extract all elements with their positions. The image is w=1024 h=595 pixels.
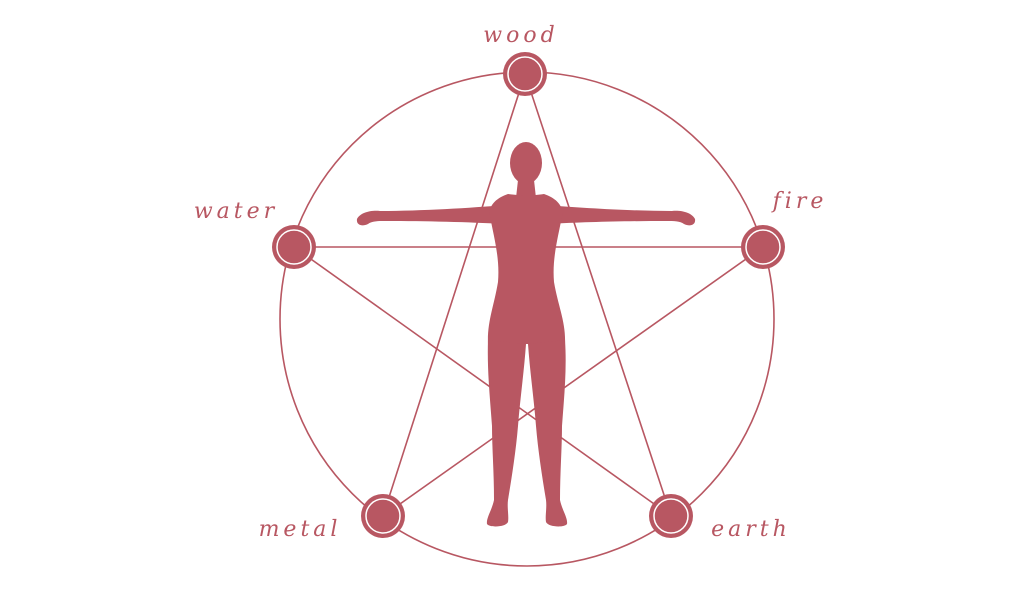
human-figure-icon [356, 142, 696, 527]
node-metal [361, 494, 405, 538]
node-wood [503, 52, 547, 96]
node-water [272, 225, 316, 269]
node-earth [649, 494, 693, 538]
label-earth: earth [711, 517, 791, 542]
label-wood: wood [483, 23, 558, 48]
node-fire [741, 225, 785, 269]
label-metal: metal [259, 517, 342, 542]
pentagram-lines [293, 73, 764, 517]
label-fire: fire [771, 189, 828, 214]
label-water: water [194, 199, 278, 224]
